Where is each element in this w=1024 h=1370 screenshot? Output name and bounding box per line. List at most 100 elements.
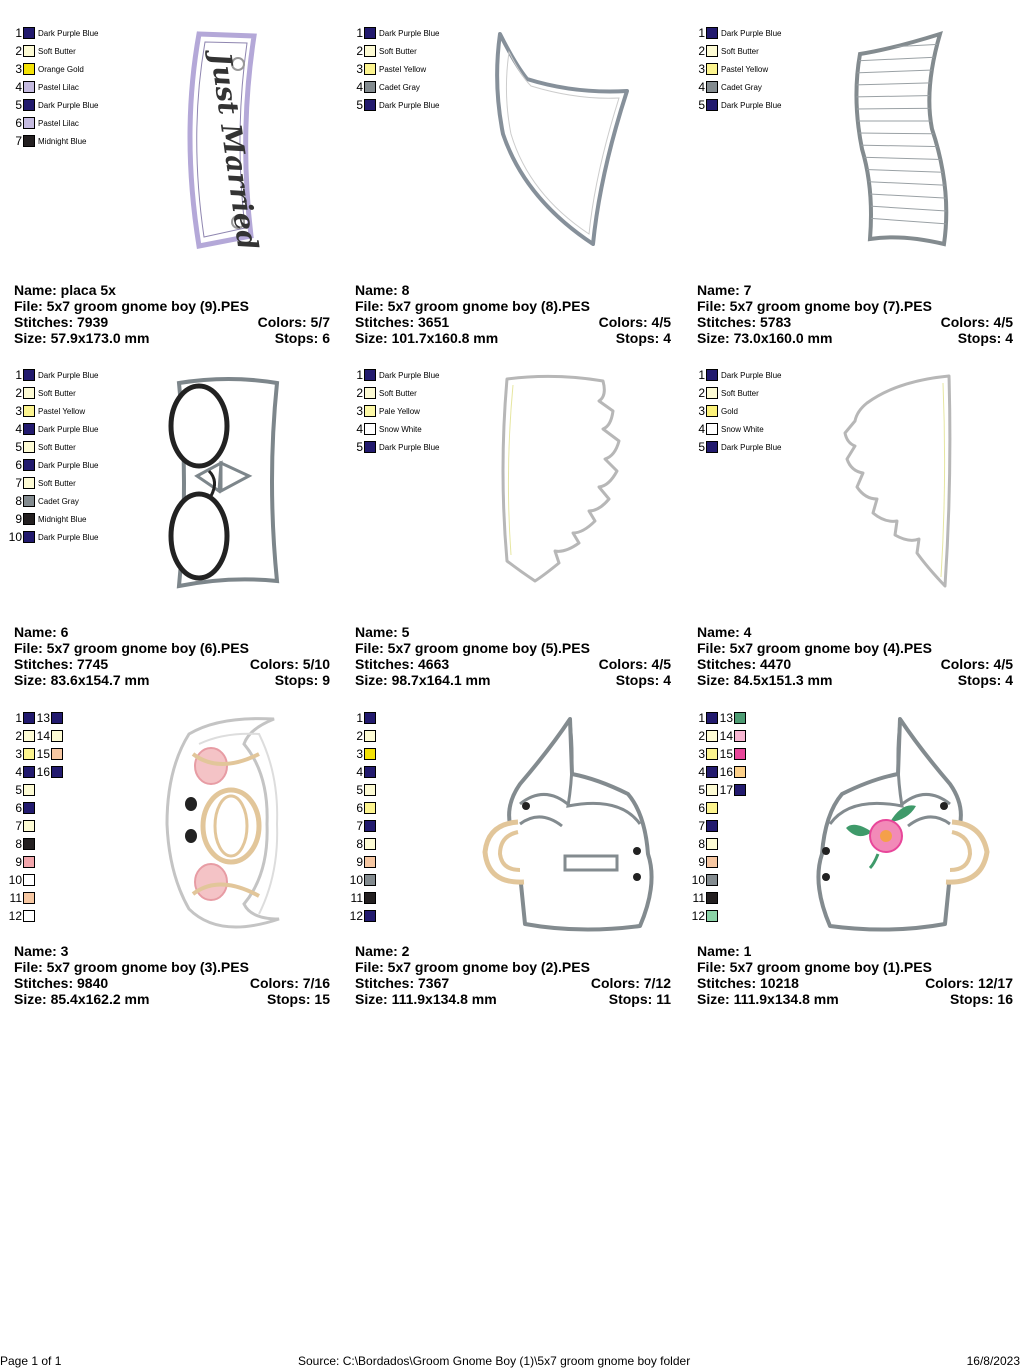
thread-color-swatch	[706, 63, 718, 75]
design-size: Size: 111.9x134.8 mm	[697, 991, 839, 1007]
thread-color-swatch	[706, 838, 718, 850]
thread-color-swatch	[706, 45, 718, 57]
thread-number: 7	[15, 476, 22, 490]
gnome-hat-flower-icon	[816, 717, 990, 932]
thread-color-name: Soft Butter	[38, 478, 76, 488]
thread-number: 7	[698, 819, 705, 833]
thread-legend-row: 4	[347, 763, 376, 781]
thread-number: 3	[356, 747, 363, 761]
design-info: Name: 4 File: 5x7 groom gnome boy (4).PE…	[697, 624, 1013, 688]
thread-color-swatch	[706, 27, 718, 39]
thread-number: 2	[356, 44, 363, 58]
striped-hat-icon	[854, 30, 949, 247]
design-stitches: Stitches: 9840	[14, 975, 109, 991]
thread-color-swatch	[706, 441, 718, 453]
thread-number: 11	[692, 891, 705, 905]
thread-color-swatch	[364, 838, 376, 850]
thread-color-name: Pastel Yellow	[379, 64, 427, 74]
thread-color-name: Dark Purple Blue	[38, 460, 99, 470]
thread-color-swatch	[51, 730, 63, 742]
design-colors: Colors: 7/16	[249, 975, 330, 991]
thread-color-swatch	[364, 63, 376, 75]
thread-number: 6	[15, 458, 22, 472]
thread-number: 3	[698, 62, 705, 76]
thread-legend-row: 5	[347, 781, 376, 799]
thread-number: 1	[356, 711, 363, 725]
thread-legend-row: 2	[689, 727, 718, 745]
thread-number: 4	[698, 80, 705, 94]
thread-color-name: Soft Butter	[38, 46, 76, 56]
thread-legend-row: 4	[689, 763, 718, 781]
thread-color-swatch	[51, 712, 63, 724]
thread-legend-row: 16	[717, 763, 746, 781]
design-info: Name: 3 File: 5x7 groom gnome boy (3).PE…	[14, 943, 330, 1007]
design-size: Size: 84.5x151.3 mm	[697, 672, 833, 688]
design-stitches: Stitches: 4470	[697, 656, 792, 672]
thread-legend-row: 2	[347, 727, 376, 745]
thread-color-swatch	[23, 63, 35, 75]
thread-number: 9	[698, 855, 705, 869]
thread-number: 7	[15, 819, 22, 833]
thread-number: 5	[356, 783, 363, 797]
thread-legend-row: 13	[717, 709, 746, 727]
thread-color-name: Dark Purple Blue	[38, 100, 99, 110]
thread-number: 1	[698, 26, 705, 40]
thread-color-name: Pastel Lilac	[38, 118, 79, 128]
design-stitches: Stitches: 3651	[355, 314, 450, 330]
thread-color-swatch	[364, 856, 376, 868]
thread-number: 5	[356, 440, 363, 454]
thread-color-swatch	[364, 874, 376, 886]
thread-color-swatch	[734, 784, 746, 796]
thread-color-swatch	[706, 99, 718, 111]
thread-color-name: Cadet Gray	[38, 496, 79, 506]
thread-color-swatch	[364, 802, 376, 814]
thread-legend-row: 6	[347, 799, 376, 817]
thread-color-swatch	[23, 99, 35, 111]
thread-number: 15	[36, 747, 50, 761]
design-size: Size: 73.0x160.0 mm	[697, 330, 833, 346]
thread-color-swatch	[364, 784, 376, 796]
thread-number: 5	[698, 440, 705, 454]
thread-color-name: Dark Purple Blue	[721, 370, 782, 380]
thread-legend-row: 11	[6, 889, 35, 907]
thread-number: 2	[15, 44, 22, 58]
thread-number: 4	[356, 422, 363, 436]
thread-color-swatch	[364, 910, 376, 922]
design-stitches: Stitches: 7745	[14, 656, 109, 672]
thread-legend-row: 16	[34, 763, 63, 781]
design-stops: Stops: 6	[274, 330, 330, 346]
thread-number: 6	[698, 801, 705, 815]
thread-number: 9	[356, 855, 363, 869]
design-name: Name: placa 5x	[14, 282, 116, 298]
thread-color-name: Pastel Yellow	[38, 406, 86, 416]
design-name: Name: 1	[697, 943, 752, 959]
thread-number: 5	[698, 98, 705, 112]
thread-number: 14	[36, 729, 50, 743]
design-file: File: 5x7 groom gnome boy (4).PES	[697, 640, 932, 656]
thread-color-swatch	[23, 405, 35, 417]
thread-color-swatch	[23, 459, 35, 471]
source-path: Source: C:\Bordados\Groom Gnome Boy (1)\…	[298, 1354, 691, 1368]
thread-color-swatch	[706, 766, 718, 778]
thread-color-swatch	[23, 802, 35, 814]
design-size: Size: 101.7x160.8 mm	[355, 330, 499, 346]
design-file: File: 5x7 groom gnome boy (8).PES	[355, 298, 590, 314]
thread-color-name: Dark Purple Blue	[38, 424, 99, 434]
thread-number: 3	[356, 404, 363, 418]
thread-legend-row: 1	[6, 709, 35, 727]
thread-color-swatch	[706, 405, 718, 417]
thread-color-swatch	[23, 531, 35, 543]
